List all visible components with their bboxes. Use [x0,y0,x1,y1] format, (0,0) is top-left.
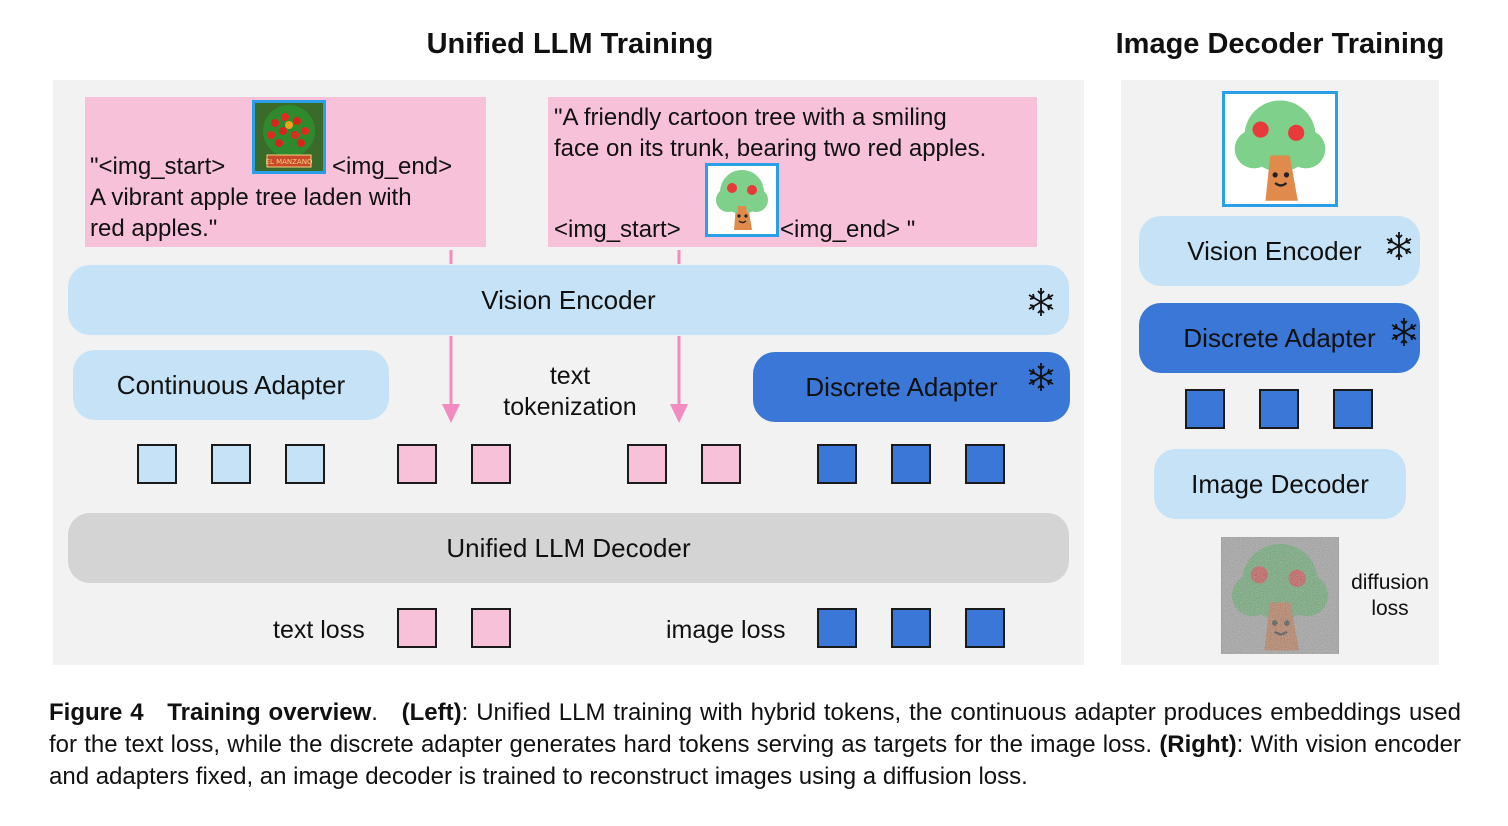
image-loss-token [965,608,1005,648]
cartoon-tree-image [1222,91,1338,207]
discrete-token [1185,389,1225,429]
img-start-token-1: "<img_start> [90,153,226,180]
snowflake-icon [1386,232,1412,260]
caption-right-text: : With vision encoder and adapters fixed… [49,731,1461,790]
img-start-token-2: <img_start> [554,216,681,243]
caption-sample-box-2 [548,97,1037,247]
continuous-token [285,444,325,484]
diffusion-loss-line2: loss [1371,597,1409,620]
cartoon-tree-image [705,163,779,237]
text-token [471,444,511,484]
arrow-head-2 [670,404,688,423]
caption-fig-label: Figure 4 [49,699,144,726]
caption-left-tag: (Left) [401,699,462,726]
discrete-token [1259,389,1299,429]
caption-text-2-line2: face on its trunk, bearing two red apple… [554,135,987,162]
apple-tree-sign-text: EL MANZANO [266,158,313,166]
discrete-token [965,444,1005,484]
continuous-adapter-label: Continuous Adapter [116,369,346,400]
right-title: Image Decoder Training [1115,28,1445,60]
discrete-adapter-label: Discrete Adapter [805,371,998,402]
image-decoder-label: Image Decoder [1191,468,1369,499]
text-token [397,444,437,484]
unified-llm-decoder-label: Unified LLM Decoder [446,532,691,563]
caption-fig-title: Training overview [167,699,372,726]
text-tokenization-line1: text [549,362,591,390]
vision-encoder-block: Vision Encoder [68,265,1069,335]
right-vision-encoder-label: Vision Encoder [1187,235,1362,266]
vision-encoder-label: Vision Encoder [481,284,656,315]
diffusion-loss-line1: diffusion [1351,571,1429,594]
noisy-tree-image [1221,537,1339,654]
text-loss-label: text loss [273,616,365,644]
caption-text-1-line2: A vibrant apple tree laden with [90,184,412,211]
image-loss-token [891,608,931,648]
text-token [627,444,667,484]
continuous-adapter-block: Continuous Adapter [73,350,389,420]
text-tokenization-line2: tokenization [503,393,637,421]
diffusion-loss-label: diffusion loss [1340,570,1440,622]
caption-text-1-line3: red apples." [90,215,218,242]
apple-tree-photo: EL MANZANO [252,100,326,174]
left-title: Unified LLM Training [426,28,714,60]
image-loss-token [817,608,857,648]
continuous-token [211,444,251,484]
text-token [701,444,741,484]
arrow-head-1 [442,404,460,423]
caption-text-2-line1: "A friendly cartoon tree with a smiling [554,104,947,131]
snowflake-icon [1028,288,1054,316]
unified-llm-decoder-block: Unified LLM Decoder [68,513,1069,583]
right-discrete-adapter-label: Discrete Adapter [1183,322,1376,353]
text-loss-token [397,608,437,648]
discrete-adapter-block: Discrete Adapter [753,352,1070,422]
img-end-token-2: <img_end> " [780,216,916,243]
img-end-token-1: <img_end> [332,153,453,180]
snowflake-icon [1391,318,1417,346]
discrete-token [891,444,931,484]
right-vision-encoder-block: Vision Encoder [1139,216,1420,286]
continuous-token [137,444,177,484]
figure-caption: Figure 4 Training overview. (Left): Unif… [49,699,1461,790]
right-discrete-adapter-block: Discrete Adapter [1139,303,1420,373]
caption-left-text: : Unified LLM training with hybrid token… [49,699,1461,758]
caption-right-tag: (Right) [1159,731,1237,758]
text-loss-token [471,608,511,648]
image-loss-label: image loss [666,616,786,644]
discrete-token [1333,389,1373,429]
image-decoder-block: Image Decoder [1154,449,1406,519]
discrete-token [817,444,857,484]
snowflake-icon [1028,363,1054,391]
